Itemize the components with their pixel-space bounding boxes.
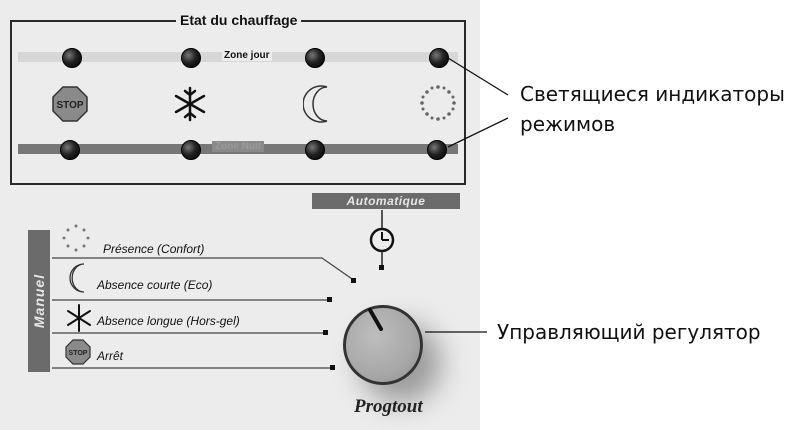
svg-text:STOP: STOP (56, 100, 83, 111)
led-night-comfort (427, 140, 447, 160)
mode-label-frost: Absence longue (Hors-gel) (97, 314, 240, 328)
sun-dotted-icon (420, 85, 456, 121)
annotation-indicators-line1: Светящиеся индикаторы (520, 82, 785, 106)
frame-title: Etat du chauffage (176, 12, 302, 28)
manuel-tab: Manuel (28, 230, 50, 372)
stop-sign-icon: STOP (52, 86, 88, 122)
zone-night-label: Zone Nuit (212, 141, 265, 152)
crescent-moon-icon (69, 263, 85, 293)
crescent-moon-icon (303, 85, 328, 123)
led-day-frost (181, 48, 201, 68)
sun-dotted-icon (62, 224, 90, 252)
snowflake-icon (174, 86, 206, 122)
clock-icon (369, 210, 395, 270)
snowflake-icon (67, 304, 91, 332)
control-knob[interactable] (343, 305, 423, 385)
knob-pointer (368, 308, 383, 331)
led-night-eco (305, 140, 325, 160)
led-night-frost (181, 140, 201, 160)
led-day-stop (62, 48, 82, 68)
mode-label-stop: Arrêt (97, 349, 124, 363)
automatique-label: Automatique (312, 193, 460, 209)
stop-sign-icon: STOP (65, 339, 91, 365)
svg-text:STOP: STOP (69, 350, 88, 357)
mode-label-eco: Absence courte (Eco) (97, 278, 213, 292)
led-day-eco (305, 48, 325, 68)
zone-day-label: Zone jour (222, 50, 272, 61)
led-night-stop (60, 140, 80, 160)
annotation-indicators-line2: режимов (520, 112, 616, 136)
annotation-regulator: Управляющий регулятор (497, 320, 761, 344)
mode-selector-lines (52, 257, 356, 370)
mode-label-comfort: Présence (Confort) (103, 242, 205, 256)
brand-logo: Progtout (354, 396, 423, 417)
